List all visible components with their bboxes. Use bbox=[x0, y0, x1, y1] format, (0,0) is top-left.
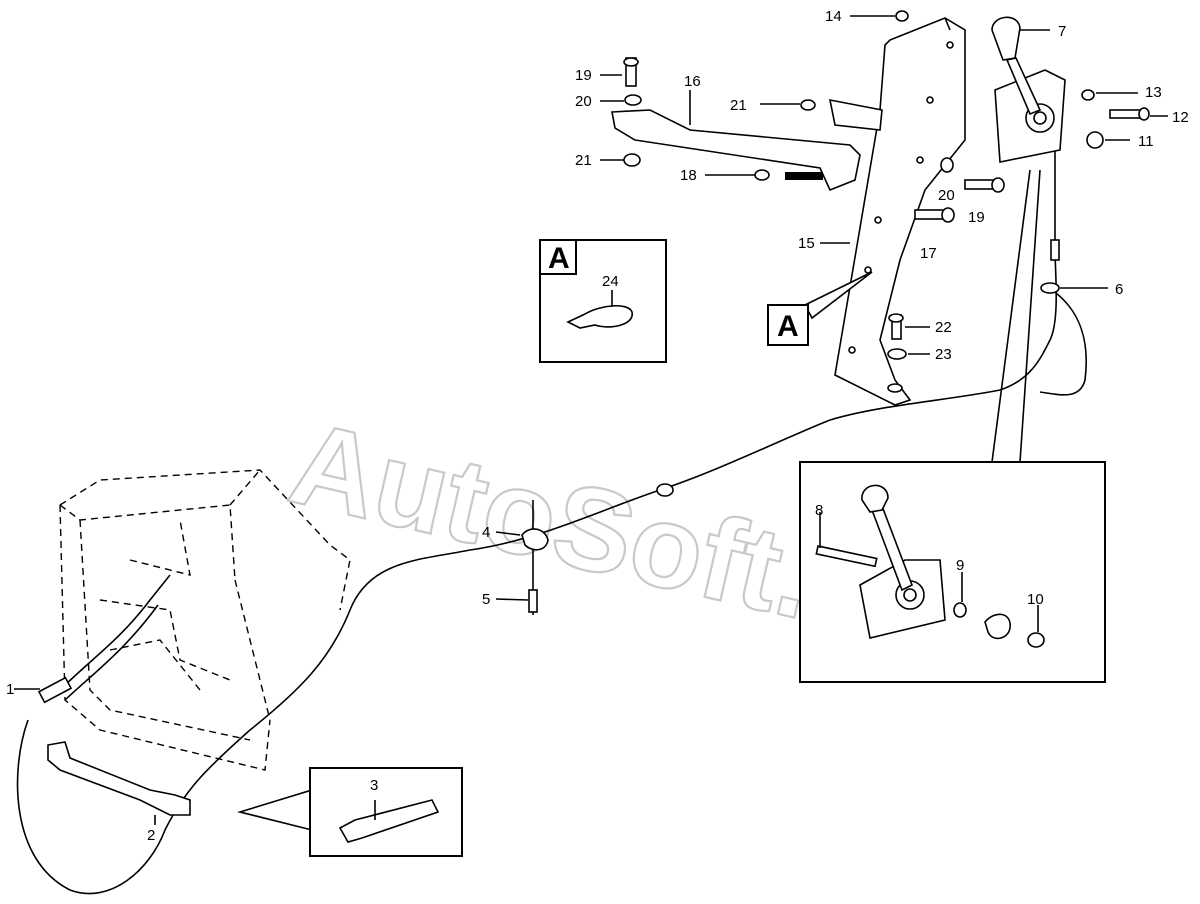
callout-4: 4 bbox=[482, 524, 490, 541]
callout-19-right: 19 bbox=[968, 209, 985, 226]
callout-3: 3 bbox=[370, 777, 378, 794]
callout-19-left: 19 bbox=[575, 67, 592, 84]
cable-end-fitting: 1 bbox=[6, 676, 73, 704]
support-bracket: 16 bbox=[611, 73, 883, 192]
callout-2: 2 bbox=[147, 827, 155, 844]
callout-8: 8 bbox=[815, 502, 823, 519]
callout-13: 13 bbox=[1145, 84, 1162, 101]
plate-fasteners: 14 20 19 17 22 23 bbox=[825, 8, 1005, 363]
callout-24: 24 bbox=[602, 273, 619, 290]
detail-box-sealant: 3 bbox=[237, 767, 463, 857]
callout-21-left: 21 bbox=[575, 152, 592, 169]
callout-9: 9 bbox=[956, 557, 964, 574]
callout-10: 10 bbox=[1027, 591, 1044, 608]
callout-5: 5 bbox=[482, 591, 490, 608]
callout-23: 23 bbox=[935, 346, 952, 363]
detail-box-lever: 8 9 10 bbox=[799, 461, 1106, 683]
marker-a: A bbox=[767, 271, 873, 346]
callout-6: 6 bbox=[1115, 281, 1123, 298]
detail-label-a-marker: A bbox=[777, 310, 799, 343]
callout-15: 15 bbox=[798, 235, 815, 252]
cab-outline bbox=[59, 469, 351, 771]
callout-18: 18 bbox=[680, 167, 697, 184]
callout-20-left: 20 bbox=[575, 93, 592, 110]
bracket-fasteners: 19 20 21 18 21 bbox=[575, 57, 816, 184]
callout-14: 14 bbox=[825, 8, 842, 25]
detail-label-a-box: A bbox=[548, 242, 570, 275]
callout-22: 22 bbox=[935, 319, 952, 336]
callout-21-right: 21 bbox=[730, 97, 747, 114]
cable-clip: 4 5 bbox=[482, 500, 549, 615]
callout-11: 11 bbox=[1138, 133, 1154, 150]
mounting-plate: 15 bbox=[798, 17, 966, 406]
callout-1: 1 bbox=[6, 681, 14, 698]
callout-12: 12 bbox=[1172, 109, 1189, 126]
mounting-bracket: 2 bbox=[47, 741, 191, 844]
callout-7: 7 bbox=[1058, 23, 1066, 40]
detail-box-a: A 24 bbox=[539, 239, 667, 363]
control-lever-assembly: 7 13 12 11 bbox=[991, 16, 1189, 163]
callout-17: 17 bbox=[920, 245, 937, 262]
callout-16: 16 bbox=[684, 73, 701, 90]
control-cable bbox=[16, 150, 1088, 895]
callout-20-right: 20 bbox=[938, 187, 955, 204]
